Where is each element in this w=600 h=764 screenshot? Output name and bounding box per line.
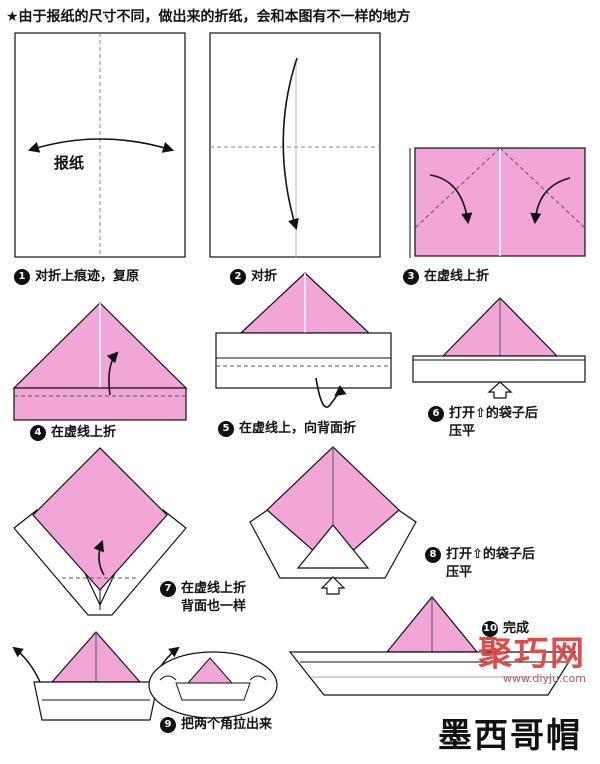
step-caption-9: 9 把两个角拉出来 [160,716,272,734]
step-number: 4 [30,425,46,441]
step-caption-4: 4 在虚线上折 [30,424,116,442]
watermark: 聚巧网 www.diyju.com [478,637,586,684]
step-text: 压平 [446,565,473,580]
paper-label: 报纸 [54,154,85,172]
step-text: 在虚线上，向背面折 [239,421,357,436]
step8-figure [249,446,417,595]
step4-figure [12,302,188,421]
watermark-url: www.diyju.com [502,672,586,685]
step-number: 3 [403,269,419,285]
step-text: 在虚线上折 [424,269,490,284]
step-text: 打开⇧的袋子后 [446,547,535,562]
step-text: 压平 [449,424,476,439]
step-caption-10: 10 完成 [482,620,529,638]
step-caption-1: 1 对折上痕迹，复原 [14,268,139,286]
step-caption-3: 3 在虚线上折 [403,268,489,286]
step10-figure [288,596,577,696]
step7-figure [13,447,187,616]
step-text: 对折上痕迹，复原 [35,269,140,284]
step3-figure [409,147,586,258]
step1-figure [14,32,186,258]
step-number: 2 [230,269,246,285]
step-number: 8 [425,547,441,563]
step-number: 5 [218,421,234,437]
step-caption-2: 2 对折 [230,268,277,286]
step9-figure [12,631,278,721]
step-text: 对折 [251,269,278,284]
step-text: 在虚线上折 [51,425,117,440]
step-text: 把两个角拉出来 [181,717,273,732]
step-text: 背面也一样 [181,599,247,614]
watermark-brand: 聚巧网 [478,634,586,674]
diagram-title: 墨西哥帽 [438,716,582,756]
step-number: 9 [160,717,176,733]
step-text: 在虚线上折 [181,581,247,596]
step-caption-6: 6 打开⇧的袋子后 压平 [428,405,538,441]
step-number: 6 [428,406,444,422]
step2-figure [209,32,381,258]
step-caption-5: 5 在虚线上，向背面折 [218,420,356,438]
step-text: 打开⇧的袋子后 [449,406,538,421]
step-caption-8: 8 打开⇧的袋子后 压平 [425,546,535,582]
note-text: ★由于报纸的尺寸不同，做出来的折纸，会和本图有不一样的地方 [6,9,411,25]
step-number: 1 [14,269,30,285]
step-number: 7 [160,581,176,597]
step-text: 完成 [503,621,530,636]
step-caption-7: 7 在虚线上折 背面也一样 [160,580,246,616]
step-number: 10 [482,621,498,637]
step5-figure [215,272,392,408]
step6-figure [412,297,586,399]
